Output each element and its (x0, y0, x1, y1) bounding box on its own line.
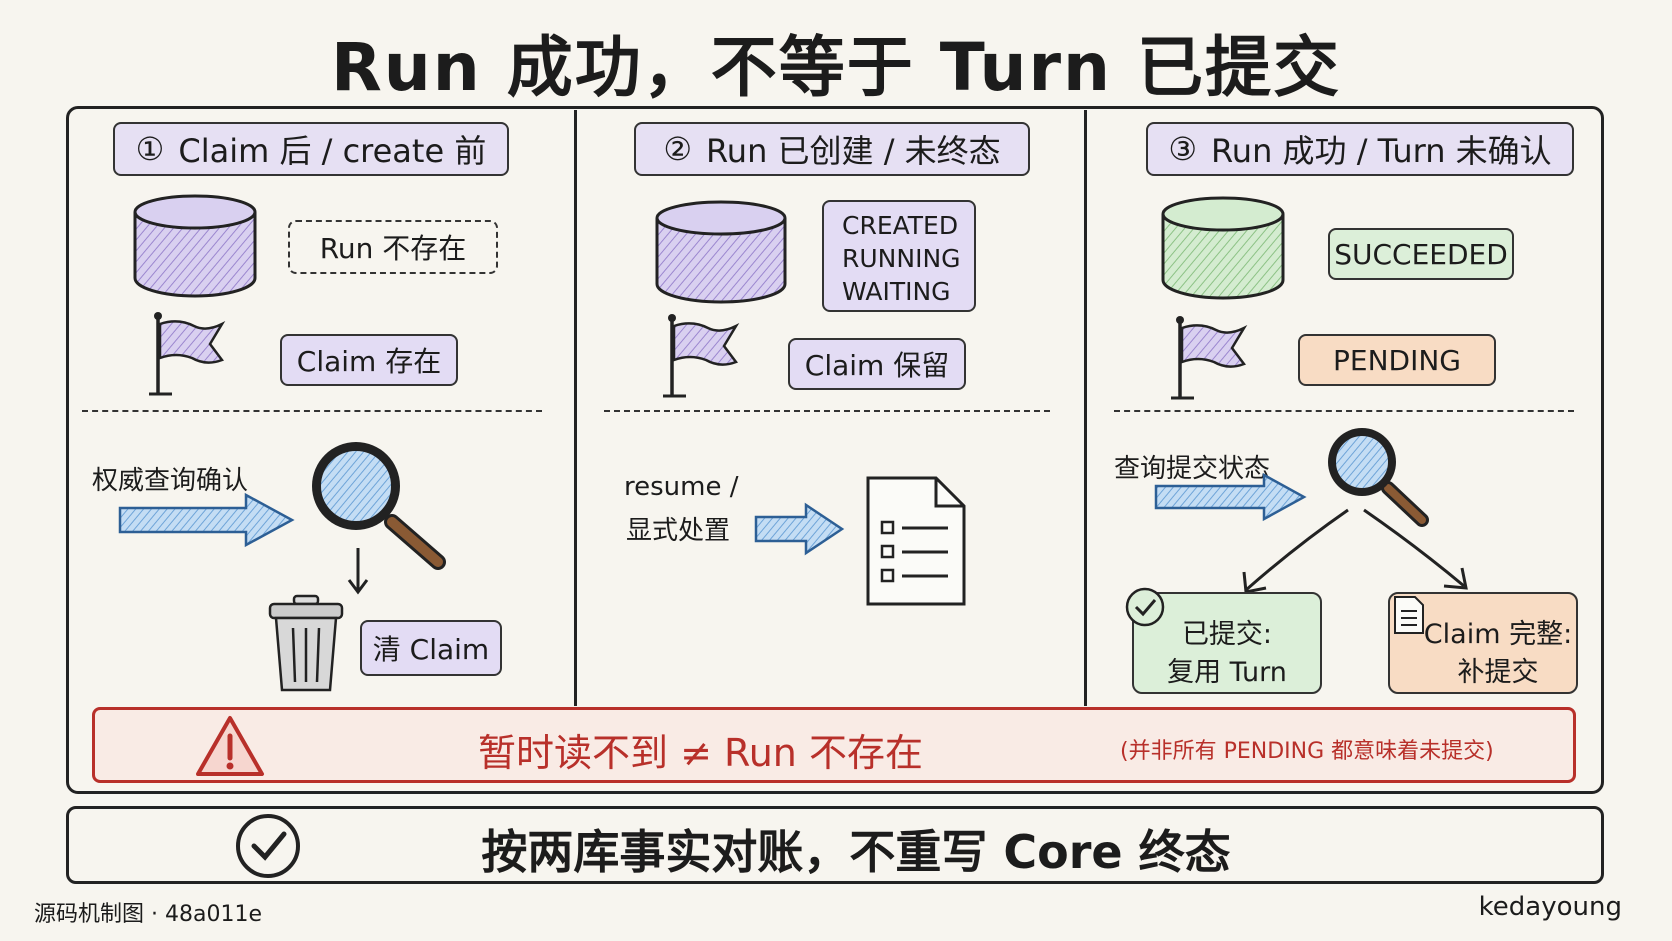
check-icon (1125, 587, 1165, 627)
arrow-down-icon (347, 548, 369, 595)
panel-divider (1084, 110, 1087, 706)
warning-banner (92, 707, 1576, 783)
author-signature: kedayoung (1478, 892, 1622, 922)
document-icon (866, 476, 966, 606)
panel-2-header: ② Run 已创建 / 未终态 (634, 122, 1030, 176)
main-frame (66, 106, 1604, 794)
arrow-icon (1154, 472, 1307, 522)
warning-text: 暂时读不到 ≠ Run 不存在 (478, 731, 923, 775)
magnifier-icon (312, 442, 446, 570)
claim-state-badge: Claim 保留 (788, 338, 966, 390)
panel-header-label: Run 已创建 / 未终态 (706, 132, 1001, 170)
action-label-line2: 显式处置 (626, 516, 731, 546)
panel-header-label: Claim 后 / create 前 (178, 132, 487, 170)
branch-left-line1: 已提交: (1181, 619, 1273, 650)
branch-right-line2: 补提交 (1457, 657, 1539, 688)
run-state-created: CREATED (842, 211, 959, 240)
conclusion-bar (66, 806, 1604, 884)
db-state-badge: Run 不存在 (288, 220, 498, 274)
step-number: ② (663, 130, 692, 168)
arrow-icon (754, 502, 845, 556)
action-label: 查询提交状态 (1114, 454, 1271, 484)
arrow-icon (118, 492, 295, 548)
claim-state-badge: Claim 存在 (280, 334, 458, 386)
clear-claim-badge: 清 Claim (360, 620, 502, 676)
flag-icon (663, 314, 740, 398)
panel-divider (574, 110, 577, 706)
database-icon (1161, 196, 1285, 300)
step-number: ③ (1168, 130, 1197, 168)
run-state-waiting: WAITING (842, 277, 951, 306)
page-title: Run 成功，不等于 Turn 已提交 (330, 29, 1342, 106)
action-label-line1: resume / (624, 472, 739, 502)
panel-3-header: ③ Run 成功 / Turn 未确认 (1146, 122, 1574, 176)
flag-icon (149, 312, 226, 396)
trash-icon (268, 594, 344, 692)
document-icon (1394, 596, 1424, 634)
run-states-box: CREATED RUNNING WAITING (822, 200, 976, 312)
warning-note: (并非所有 PENDING 都意味着未提交) (1120, 739, 1494, 764)
turn-pending-badge: PENDING (1298, 334, 1496, 386)
conclusion-text: 按两库事实对账，不重写 Core 终态 (481, 825, 1231, 879)
branch-arrows (1242, 508, 1468, 594)
branch-left-line2: 复用 Turn (1167, 657, 1287, 688)
magnifier-icon (1328, 428, 1429, 527)
database-icon (655, 200, 787, 304)
step-number: ① (135, 130, 165, 168)
section-divider (604, 410, 1050, 412)
source-footer: 源码机制图 · 48a011e (34, 902, 262, 927)
panel-1-header: ① Claim 后 / create 前 (113, 122, 509, 176)
panel-header-label: Run 成功 / Turn 未确认 (1211, 132, 1552, 170)
run-succeeded-badge: SUCCEEDED (1328, 228, 1514, 280)
warning-icon (196, 716, 264, 776)
branch-right-line1: Claim 完整: (1423, 619, 1573, 650)
run-state-running: RUNNING (842, 244, 961, 273)
branch-resubmit-box: Claim 完整: 补提交 (1388, 592, 1578, 694)
database-icon (133, 194, 257, 298)
section-divider (82, 410, 542, 412)
action-label: 权威查询确认 (92, 466, 249, 496)
flag-icon (1171, 316, 1248, 400)
check-icon (236, 814, 300, 878)
section-divider (1114, 410, 1574, 412)
